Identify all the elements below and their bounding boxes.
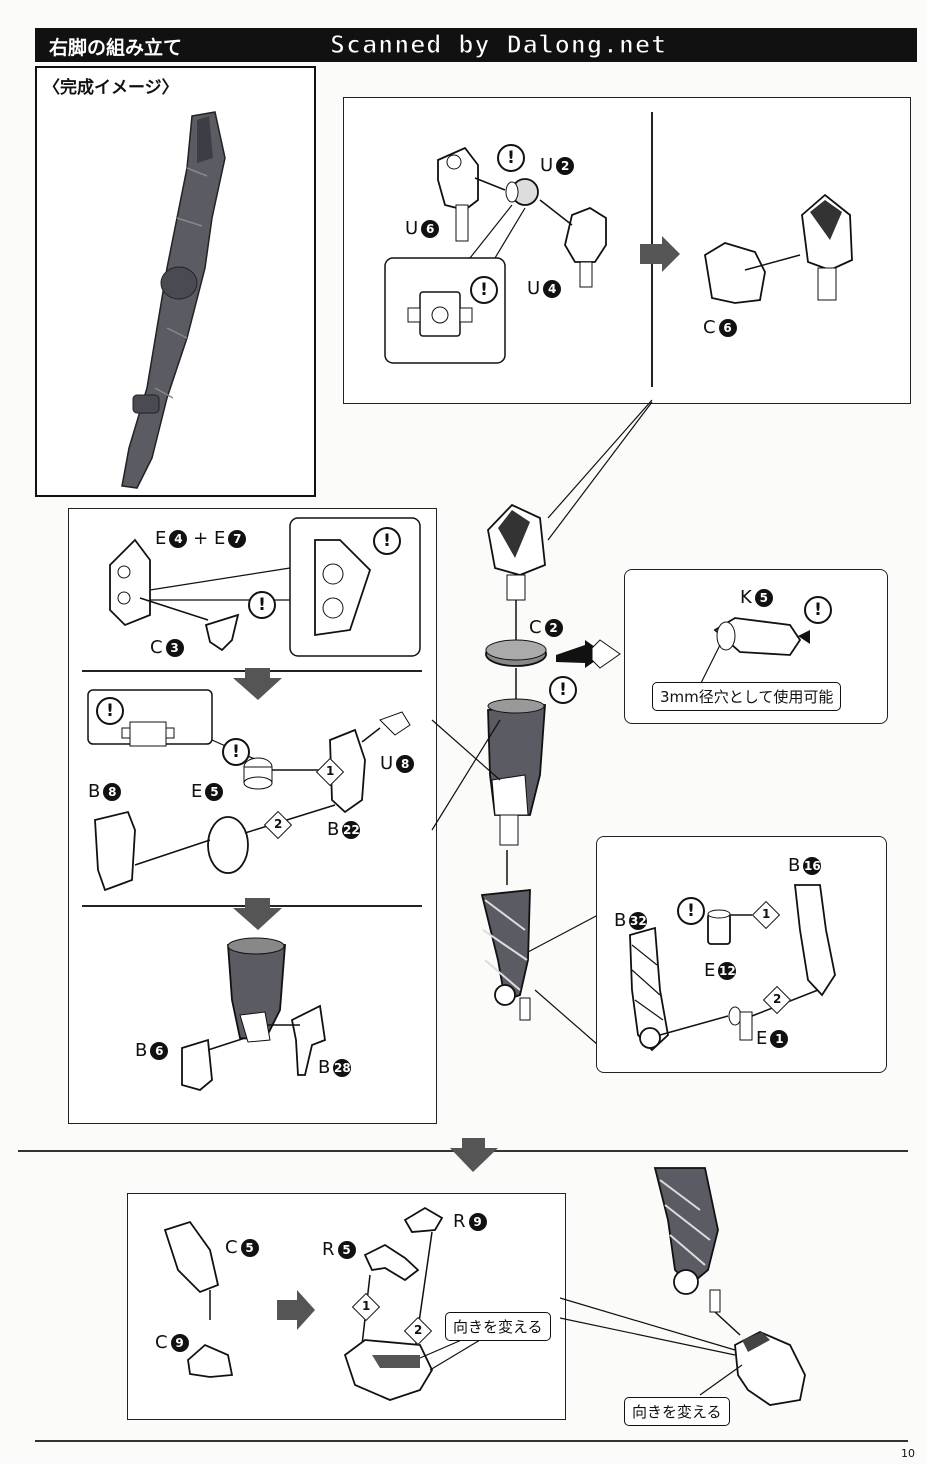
caution-icon: !: [222, 738, 250, 766]
step-badge-1: 1: [351, 1292, 381, 1322]
change-direction-note: 向きを変える: [624, 1397, 730, 1426]
caution-icon: !: [804, 596, 832, 624]
caution-icon: !: [96, 697, 124, 725]
step-badge-2: 2: [263, 810, 293, 840]
caution-icon: !: [549, 676, 577, 704]
step-badge-2: 2: [403, 1316, 433, 1346]
hole-usage-note: 3mm径穴として使用可能: [652, 682, 842, 711]
completed-leg-illustration: [121, 111, 226, 489]
caution-icon: !: [470, 276, 498, 304]
caution-icon: !: [497, 144, 525, 172]
caution-icon: !: [677, 897, 705, 925]
scan-watermark: Scanned by Dalong.net: [329, 29, 668, 59]
foot-assembly-panel: [127, 1193, 566, 1420]
step-badge-2: 2: [762, 985, 792, 1015]
step-badge-1: 1: [751, 900, 781, 930]
section-title: 右脚の組み立て: [49, 37, 183, 59]
page-number: 10: [901, 1447, 915, 1460]
caution-icon: !: [373, 527, 401, 555]
section-header-bar: 右脚の組み立て: [35, 28, 917, 62]
caution-icon: !: [248, 591, 276, 619]
change-direction-note: 向きを変える: [445, 1312, 551, 1341]
completed-image-label: 〈完成イメージ〉: [43, 78, 179, 98]
step-badge-1: 1: [315, 757, 345, 787]
completed-image-panel: 〈完成イメージ〉: [35, 66, 316, 497]
page-bottom-rule: [35, 1440, 908, 1442]
